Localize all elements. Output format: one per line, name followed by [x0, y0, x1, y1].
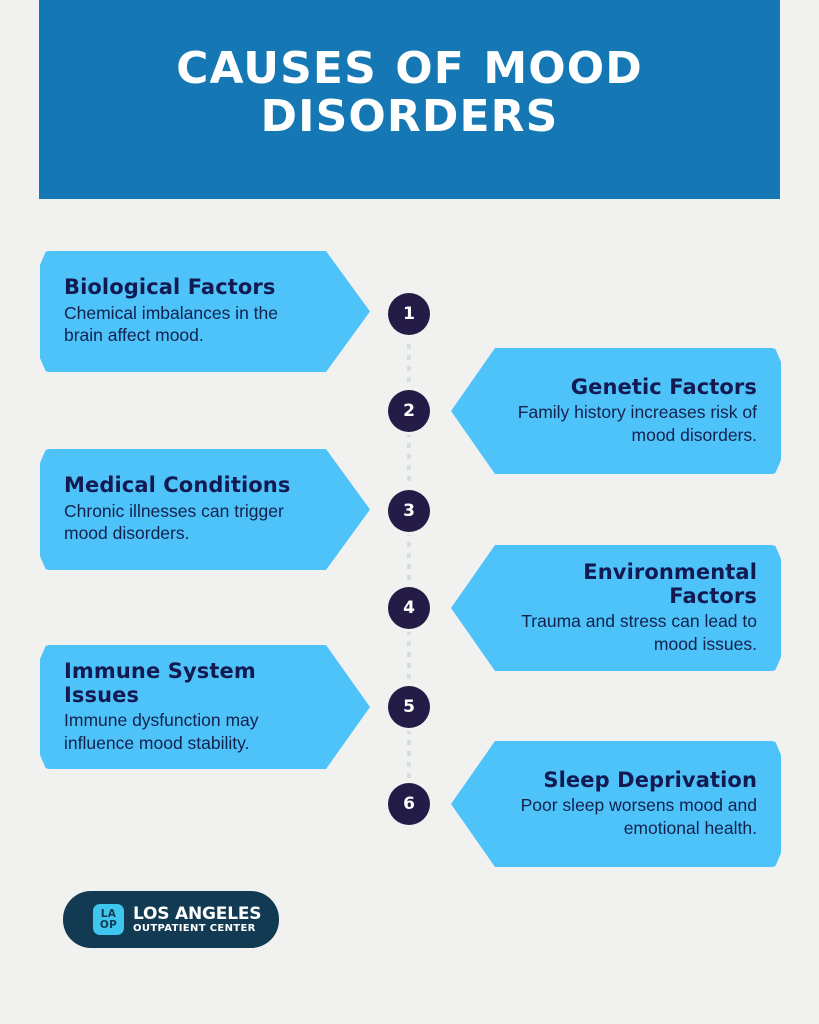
step-card-3-body: Chronic illnesses can trigger mood disor…	[64, 500, 284, 544]
step-marker-3-number: 3	[403, 501, 415, 521]
brand-name-line2: OUTPATIENT CENTER	[133, 922, 256, 934]
laop-monogram-icon: LA OP	[93, 904, 124, 935]
laop-monogram-line2: OP	[99, 918, 118, 931]
step-marker-3[interactable]: 3	[388, 490, 430, 532]
step-card-4-title: Environmental Factors	[583, 560, 757, 608]
page-title: CAUSES OF MOOD DISORDERS	[176, 42, 643, 142]
step-card-1[interactable]: Biological Factors Chemical imbalances i…	[40, 251, 370, 372]
step-card-4-body: Trauma and stress can lead to mood issue…	[521, 611, 757, 654]
step-marker-6-number: 6	[403, 794, 415, 814]
timeline-dotted-connector	[407, 300, 411, 820]
step-marker-2[interactable]: 2	[388, 390, 430, 432]
step-card-2[interactable]: Genetic Factors Family history increases…	[451, 348, 781, 474]
step-marker-1-number: 1	[403, 304, 415, 324]
step-marker-4[interactable]: 4	[388, 587, 430, 629]
step-card-5-body: Immune dysfunction may influence mood st…	[64, 710, 259, 753]
step-marker-6[interactable]: 6	[388, 783, 430, 825]
step-card-5[interactable]: Immune System Issues Immune dysfunction …	[40, 645, 370, 769]
step-card-2-title: Genetic Factors	[570, 374, 757, 399]
step-card-3[interactable]: Medical Conditions Chronic illnesses can…	[40, 449, 370, 570]
header-banner: CAUSES OF MOOD DISORDERS	[39, 0, 780, 199]
step-card-6[interactable]: Sleep Deprivation Poor sleep worsens moo…	[451, 741, 781, 867]
brand-name-line1: LOS ANGELES	[133, 903, 262, 924]
step-card-5-title: Immune System Issues	[64, 659, 256, 707]
step-card-6-body: Poor sleep worsens mood and emotional he…	[520, 795, 757, 838]
step-card-3-title: Medical Conditions	[64, 473, 291, 498]
brand-logo[interactable]: LA OP LOS ANGELES OUTPATIENT CENTER	[63, 891, 279, 948]
brand-logo-text: LOS ANGELES OUTPATIENT CENTER	[133, 905, 261, 935]
step-card-1-title: Biological Factors	[64, 275, 276, 300]
step-card-6-title: Sleep Deprivation	[543, 767, 757, 792]
step-marker-5-number: 5	[403, 697, 415, 717]
step-card-4[interactable]: Environmental Factors Trauma and stress …	[451, 545, 781, 671]
step-marker-1[interactable]: 1	[388, 293, 430, 335]
step-card-2-body: Family history increases risk of mood di…	[517, 402, 757, 445]
step-card-1-body: Chemical imbalances in the brain affect …	[64, 302, 278, 346]
step-marker-5[interactable]: 5	[388, 686, 430, 728]
laop-monogram-line1: LA	[100, 907, 117, 920]
step-marker-2-number: 2	[403, 401, 415, 421]
step-marker-4-number: 4	[403, 598, 415, 618]
